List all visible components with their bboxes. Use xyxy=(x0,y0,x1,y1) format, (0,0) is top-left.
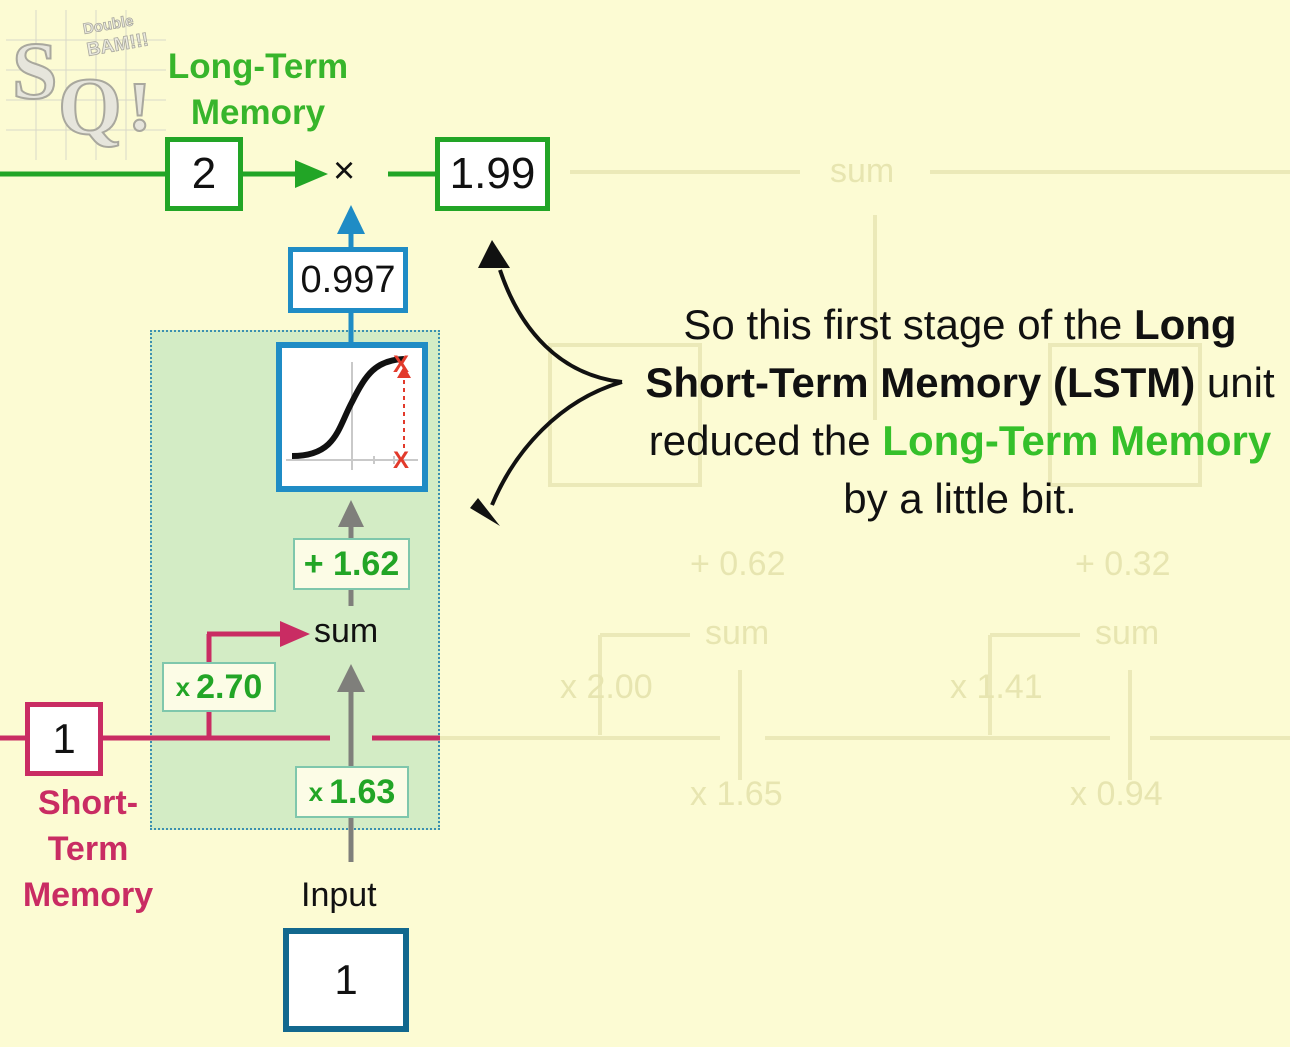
faded-sum-top: sum xyxy=(830,152,895,190)
input-weight-symbol: x xyxy=(308,776,324,807)
sigmoid-to-multiply-arrow xyxy=(337,205,365,234)
short-term-memory-label: Short- Term Memory xyxy=(6,780,170,918)
sigmoid-top-marker: X xyxy=(393,351,409,378)
sigmoid-axes xyxy=(286,362,418,470)
short-term-to-sum-arrow xyxy=(280,621,310,647)
long-term-input-value: 2 xyxy=(191,149,217,198)
sum-label: sum xyxy=(314,612,379,650)
faded-weight-3: x 1.41 xyxy=(950,668,1043,706)
logo-bang: ! xyxy=(128,69,151,146)
long-term-output-value: 1.99 xyxy=(449,149,536,198)
short-term-label-line3: Memory xyxy=(22,876,154,914)
faded-input-weight-2: x 1.65 xyxy=(690,775,783,813)
faded-weight-2: x 2.00 xyxy=(560,668,653,706)
long-term-arrow-head xyxy=(295,160,328,188)
bias-value: + 1.62 xyxy=(303,544,400,583)
caption-part3: by a little bit. xyxy=(843,475,1077,522)
input-to-sum-arrow xyxy=(337,664,365,692)
short-term-label-line2: Term xyxy=(47,830,129,868)
faded-sum-2: sum xyxy=(705,614,770,652)
caption-part2: unit reduced the xyxy=(648,359,1275,464)
sigmoid-output-value: 0.997 xyxy=(300,258,396,301)
long-term-label-line1: Long-Term xyxy=(167,47,349,86)
caption-text: So this first stage of the Long Short-Te… xyxy=(630,296,1290,528)
short-term-label-line1: Short- xyxy=(37,784,139,822)
logo-letter-s: S xyxy=(12,25,58,116)
sigmoid-red-arrow-head xyxy=(397,366,411,378)
caption-part1: So this first stage of the xyxy=(683,301,1134,348)
input-value: 1 xyxy=(334,956,358,1003)
short-term-weight-box: x 2.70 xyxy=(162,662,276,712)
faded-bias-3: + 0.32 xyxy=(1075,545,1171,583)
input-box: 1 xyxy=(283,928,409,1032)
long-term-memory-label: Long-Term Memory xyxy=(158,44,358,136)
bias-to-sigmoid-arrow xyxy=(338,500,364,527)
long-term-output-box: 1.99 xyxy=(435,137,550,211)
short-term-weight-value: 2.70 xyxy=(196,667,263,706)
input-weight-box: x 1.63 xyxy=(295,766,409,818)
multiply-symbol: × xyxy=(333,150,356,192)
faded-input-weight-3: x 0.94 xyxy=(1070,775,1163,813)
statquest-logo: S Q ! Double BAM!!! xyxy=(6,10,166,160)
long-term-label-line2: Memory xyxy=(190,93,326,132)
bias-box: + 1.62 xyxy=(293,538,410,590)
callout-arrow-down xyxy=(470,498,500,526)
faded-sum-3: sum xyxy=(1095,614,1160,652)
short-term-memory-box: 1 xyxy=(25,702,103,776)
long-term-input-box: 2 xyxy=(165,137,243,211)
caption-highlight-long-term: Long-Term Memory xyxy=(882,417,1272,464)
caption-bold-lstm: Long Short-Term Memory (LSTM) xyxy=(645,301,1237,406)
input-weight-value: 1.63 xyxy=(329,772,396,811)
sigmoid-activation-plot: X X xyxy=(276,342,428,492)
short-term-weight-symbol: x xyxy=(175,671,191,702)
short-term-memory-value: 1 xyxy=(52,715,76,762)
sigmoid-bottom-marker: X xyxy=(393,447,409,474)
input-label: Input xyxy=(301,876,377,914)
sigmoid-output-box: 0.997 xyxy=(288,247,408,313)
callout-arrow-up xyxy=(478,240,510,268)
faded-bias-2: + 0.62 xyxy=(690,545,786,583)
sigmoid-curve xyxy=(291,356,405,459)
logo-letter-q: Q xyxy=(58,61,122,152)
